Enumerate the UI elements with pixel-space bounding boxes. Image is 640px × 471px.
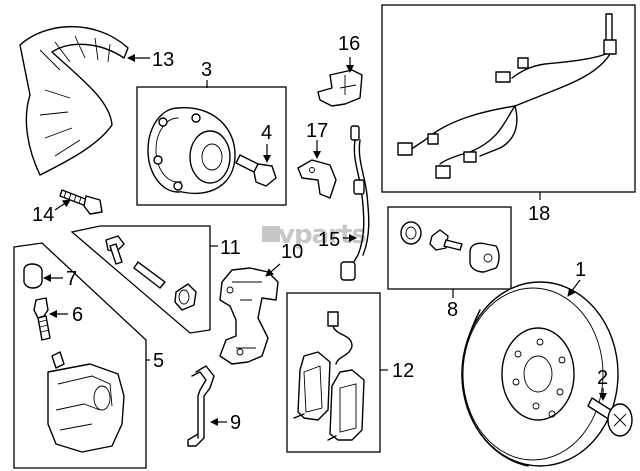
hub-bolt-part bbox=[235, 154, 277, 187]
brake-pads-box bbox=[286, 292, 381, 453]
callout-14: 14 bbox=[32, 204, 54, 226]
wear-sensor-wire-part bbox=[397, 13, 617, 179]
rotor-screw-part bbox=[587, 397, 633, 437]
brake-pads-part bbox=[293, 311, 365, 441]
brake-hose-part bbox=[340, 125, 370, 281]
bolt-14-part bbox=[59, 189, 103, 215]
callout-5: 5 bbox=[153, 350, 164, 372]
callout-17: 17 bbox=[306, 120, 328, 142]
callout-7: 7 bbox=[66, 268, 77, 290]
callout-18: 18 bbox=[528, 203, 550, 225]
callout-6: 6 bbox=[72, 304, 83, 326]
callout-16: 16 bbox=[338, 33, 360, 55]
hardware-kit-box bbox=[387, 206, 512, 290]
callout-10: 10 bbox=[281, 241, 303, 263]
splash-shield-part bbox=[19, 25, 129, 176]
watermark: vparts bbox=[262, 220, 367, 250]
guide-pin-box bbox=[70, 225, 211, 334]
bleeder-screw-part bbox=[33, 297, 51, 341]
callout-4: 4 bbox=[261, 122, 272, 144]
callout-1: 1 bbox=[575, 259, 586, 281]
hardware-kit-part bbox=[400, 221, 500, 273]
callout-3: 3 bbox=[201, 59, 212, 81]
bracket-17-part bbox=[297, 159, 337, 199]
callout-12: 12 bbox=[392, 360, 414, 382]
callout-15: 15 bbox=[318, 229, 340, 251]
caliper-box bbox=[13, 242, 147, 469]
brake-rotor-part bbox=[461, 281, 619, 467]
callout-8: 8 bbox=[447, 299, 458, 321]
bracket-16-part bbox=[317, 69, 363, 107]
hub-bearing-part bbox=[147, 107, 236, 195]
callout-2: 2 bbox=[597, 367, 608, 389]
callout-9: 9 bbox=[230, 412, 241, 434]
hub-assembly-box bbox=[136, 86, 287, 206]
callout-11: 11 bbox=[220, 237, 241, 259]
guide-pin-kit-part bbox=[105, 235, 197, 311]
caliper-housing-part bbox=[47, 351, 125, 453]
wear-sensor-box bbox=[381, 4, 636, 193]
spring-clip-part bbox=[187, 365, 215, 447]
bleeder-cap-part bbox=[23, 263, 43, 289]
callout-13: 13 bbox=[152, 49, 174, 71]
caliper-bracket-part bbox=[219, 267, 279, 365]
